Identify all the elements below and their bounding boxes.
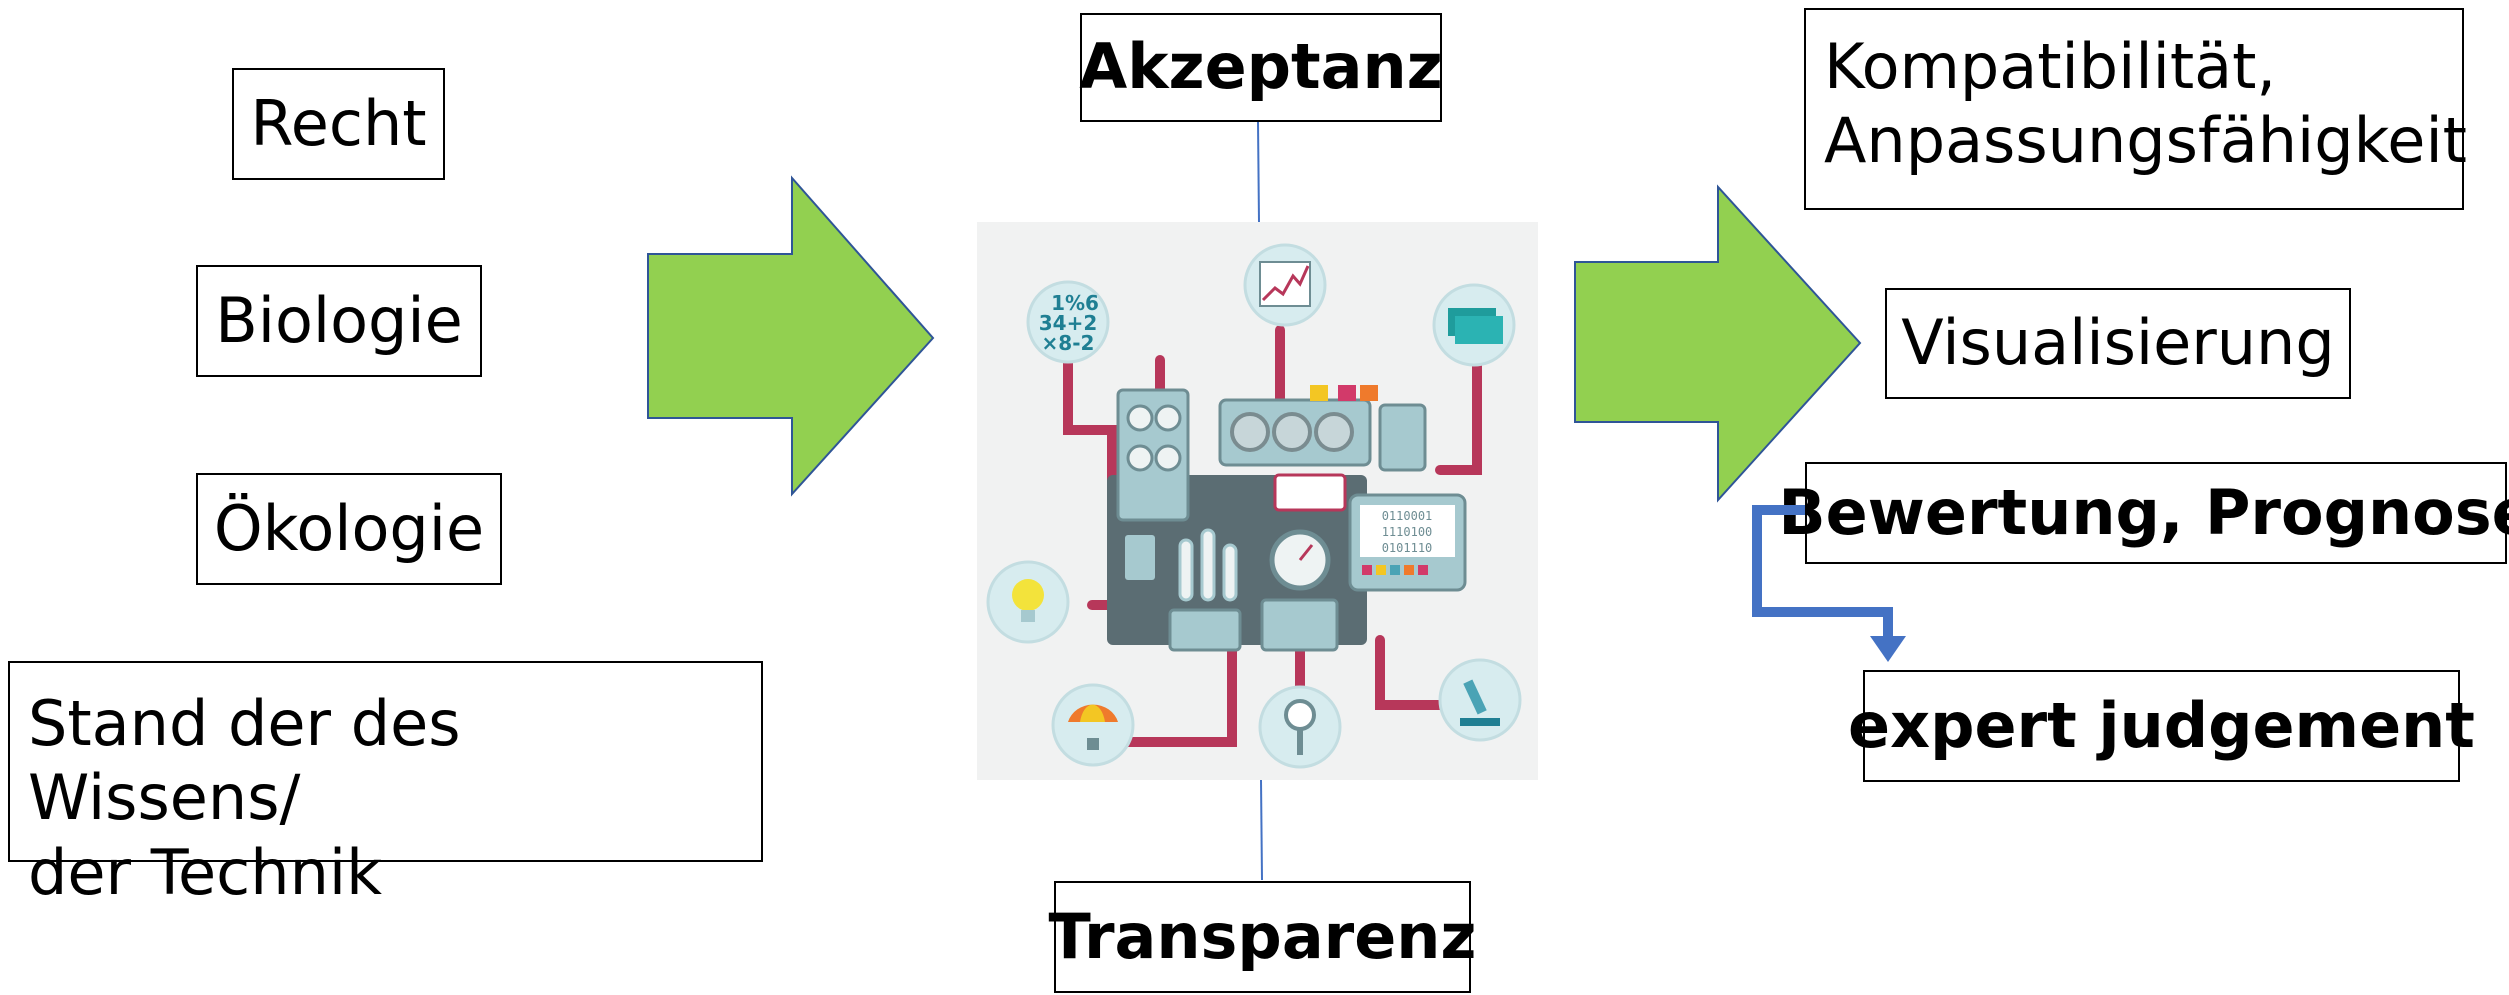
biologie-box: Biologie bbox=[196, 265, 482, 377]
oekologie-label: Ökologie bbox=[213, 491, 485, 565]
akzeptanz-box: Akzeptanz bbox=[1079, 13, 1443, 122]
bewertung-to-expert-connector bbox=[1752, 505, 1893, 640]
expert-label: expert judgement bbox=[1848, 688, 2475, 762]
formula-line-2: 34+2 bbox=[1039, 311, 1098, 335]
biologie-label: Biologie bbox=[215, 283, 463, 357]
recht-box: Recht bbox=[232, 68, 445, 180]
bewertung-to-expert-arrowhead bbox=[1870, 636, 1906, 662]
akzeptanz-label: Akzeptanz bbox=[1079, 30, 1443, 104]
stand-des-wissens-box: Stand der des Wissens/ der Technik bbox=[8, 661, 763, 909]
akzeptanz-connector bbox=[1257, 121, 1260, 223]
binary-line-3: 0101110 bbox=[1382, 541, 1433, 555]
lightbulb-bubble-icon bbox=[986, 560, 1070, 644]
kompat-label-line2: Anpassungsfähigkeit bbox=[1824, 104, 2467, 178]
visualisierung-box: Visualisierung bbox=[1885, 288, 2351, 399]
transparenz-box: Transparenz bbox=[1049, 881, 1477, 993]
money-bubble-icon bbox=[1432, 283, 1516, 367]
microscope-bubble-icon bbox=[1438, 658, 1522, 742]
expert-judgement-box: expert judgement bbox=[1848, 670, 2475, 782]
transparenz-connector bbox=[1260, 779, 1263, 881]
transparenz-label: Transparenz bbox=[1048, 899, 1477, 973]
recht-label: Recht bbox=[250, 86, 427, 160]
right-big-arrow bbox=[1574, 184, 1862, 503]
magnifier-bubble-icon bbox=[1258, 685, 1342, 769]
kompatibilitaet-box: Kompatibilität, Anpassungsfähigkeit bbox=[1804, 8, 2467, 210]
left-big-arrow bbox=[647, 175, 935, 497]
stand-label-line1: Stand der des Wissens/ bbox=[28, 687, 461, 835]
visualisierung-label: Visualisierung bbox=[1901, 306, 2335, 380]
calculator-bubble-icon: 1%6 34+2 ×8-2 bbox=[1026, 280, 1110, 364]
bewertung-label: Bewertung, Prognose bbox=[1778, 475, 2509, 549]
chart-bubble-icon bbox=[1243, 243, 1327, 327]
kompat-label-line1: Kompatibilität, bbox=[1824, 30, 2277, 103]
oekologie-box: Ökologie bbox=[196, 473, 502, 585]
parachute-bubble-icon bbox=[1051, 683, 1135, 767]
formula-line-3: ×8-2 bbox=[1042, 331, 1095, 355]
bewertung-prognose-box: Bewertung, Prognose bbox=[1778, 462, 2509, 564]
formula-line-1: 1%6 bbox=[1051, 291, 1099, 315]
binary-line-2: 1110100 bbox=[1382, 525, 1433, 539]
binary-line-1: 0110001 bbox=[1382, 509, 1433, 523]
machine-illustration: 0110001 1110100 0101110 1%6 34+2 ×8-2 bbox=[977, 222, 1538, 780]
stand-label-line2: der Technik bbox=[28, 835, 382, 909]
